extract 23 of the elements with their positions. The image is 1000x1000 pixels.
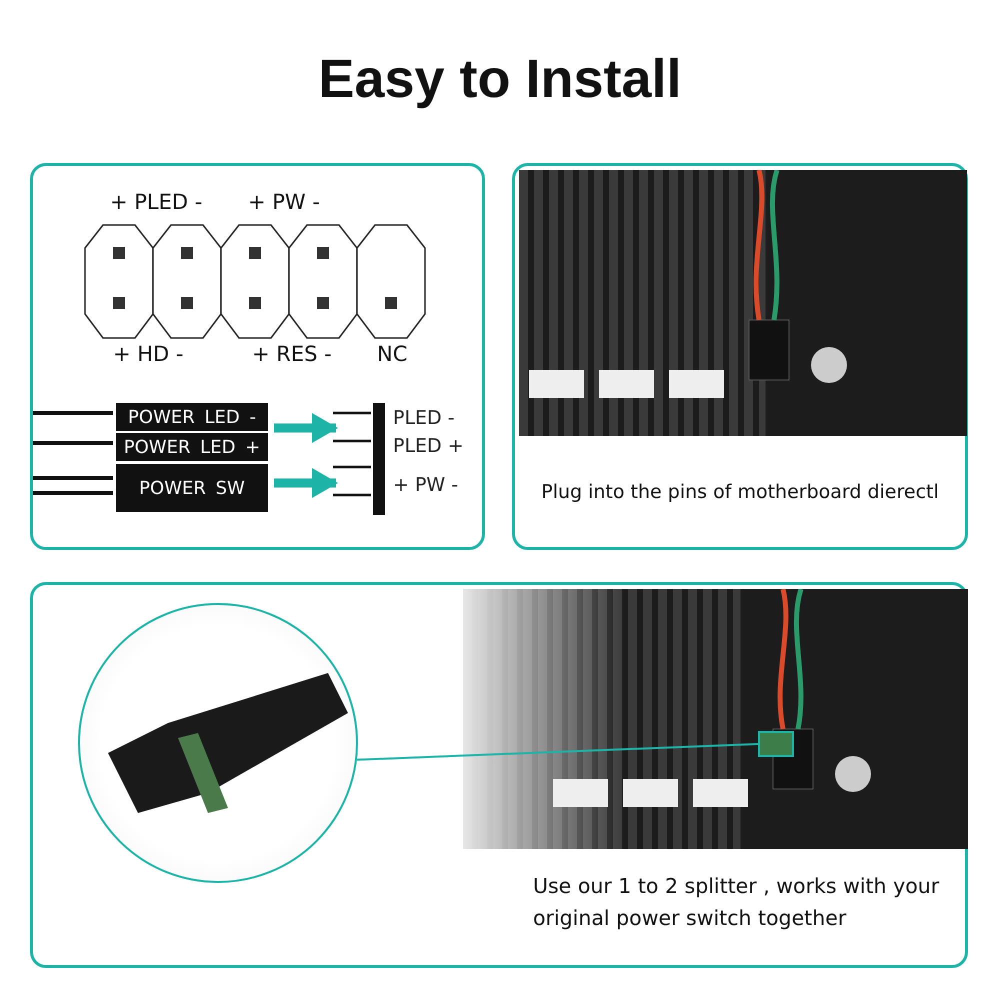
leader-line [356,743,758,761]
pin-label: + PW - [393,474,458,496]
connector-plate: POWER SW [116,464,268,512]
pin-label: NC [377,342,408,366]
pin-label: + PW - [248,190,320,214]
connector-plate: POWER LED - [116,403,268,431]
card-panel [30,163,485,550]
pin-label: + HD - [113,342,184,366]
connector-plate: POWER LED + [116,433,268,461]
pin-label: + RES - [252,342,332,366]
arrow [274,413,338,443]
photo-placeholder [463,589,968,849]
photo-placeholder [519,170,967,436]
description-text: Plug into the pins of motherboard dierectl [540,481,940,503]
card-panel [512,163,968,550]
pin-label: PLED + [393,435,464,457]
card-panel [30,582,968,968]
pin-label: PLED - [393,407,455,429]
description-text: Use our 1 to 2 splitter , works with your original power switch together [533,873,940,932]
splitter-board [758,731,794,757]
pin-label: + PLED - [110,190,202,214]
title: Easy to Install [317,48,683,110]
arrow [274,468,338,498]
